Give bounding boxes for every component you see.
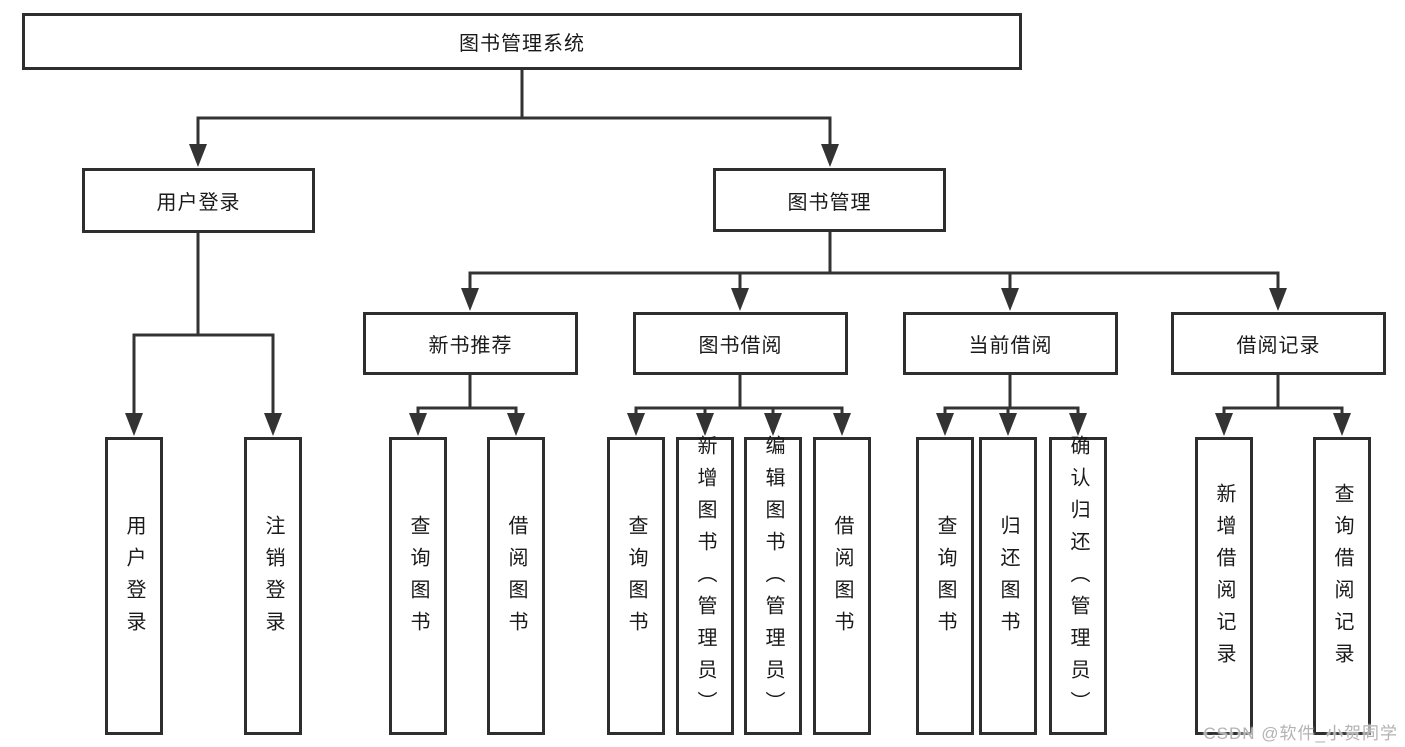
leaf-borrow-books: 借阅图书 bbox=[813, 437, 871, 735]
arrowhead bbox=[507, 413, 525, 436]
leaf-user-login: 用户登录 bbox=[105, 437, 163, 735]
arrowhead bbox=[696, 413, 714, 436]
leaf-label: 编辑图书（管理员） bbox=[762, 435, 784, 723]
arrowheads bbox=[125, 144, 1351, 436]
arrowhead bbox=[764, 413, 782, 436]
leaf-label: 查询图书 bbox=[934, 515, 956, 643]
node-book-management: 图书管理 bbox=[713, 168, 946, 232]
leaf-edit-books-admin: 编辑图书（管理员） bbox=[744, 435, 802, 735]
leaf-confirm-return-admin: 确认归还（管理员） bbox=[1049, 435, 1107, 735]
connector-new-book-split bbox=[416, 375, 518, 419]
node-user-login-branch: 用户登录 bbox=[82, 168, 315, 233]
arrowhead bbox=[1001, 288, 1019, 311]
arrowhead bbox=[1269, 288, 1287, 311]
connector-book-borrow-split bbox=[634, 375, 844, 419]
arrowhead bbox=[1069, 413, 1087, 436]
node-book-borrow: 图书借阅 bbox=[633, 312, 848, 375]
leaf-borrow-books-recommend: 借阅图书 bbox=[487, 437, 545, 735]
arrowhead bbox=[821, 144, 839, 167]
node-library-system: 图书管理系统 bbox=[22, 13, 1022, 70]
arrowhead bbox=[999, 413, 1017, 436]
leaf-search-books-recommend: 查询图书 bbox=[389, 437, 447, 735]
node-new-book-recommend: 新书推荐 bbox=[363, 312, 578, 375]
leaf-label: 注销登录 bbox=[262, 515, 284, 643]
arrowhead bbox=[264, 413, 282, 436]
arrowhead bbox=[627, 413, 645, 436]
leaf-label: 借阅图书 bbox=[831, 515, 853, 643]
leaf-label: 新增图书（管理员） bbox=[694, 435, 716, 723]
leaf-label: 查询借阅记录 bbox=[1331, 483, 1353, 675]
leaf-label: 用户登录 bbox=[123, 515, 145, 643]
connector-user-login-split bbox=[132, 233, 275, 419]
leaf-label: 确认归还（管理员） bbox=[1067, 435, 1089, 723]
leaf-search-borrow-record: 查询借阅记录 bbox=[1313, 437, 1371, 735]
connector-book-management-split bbox=[468, 232, 1280, 292]
arrowhead bbox=[125, 413, 143, 436]
arrowhead bbox=[731, 288, 749, 311]
leaf-logout: 注销登录 bbox=[244, 437, 302, 735]
arrowhead bbox=[461, 288, 479, 311]
arrowhead bbox=[189, 144, 207, 167]
arrowhead bbox=[1333, 413, 1351, 436]
leaf-label: 查询图书 bbox=[407, 515, 429, 643]
arrowhead bbox=[1215, 413, 1233, 436]
leaf-label: 借阅图书 bbox=[505, 515, 527, 643]
node-borrow-records: 借阅记录 bbox=[1171, 312, 1386, 375]
arrowhead bbox=[833, 413, 851, 436]
leaf-add-borrow-record: 新增借阅记录 bbox=[1195, 437, 1253, 735]
leaf-search-books-borrow: 查询图书 bbox=[607, 437, 665, 735]
node-current-borrow: 当前借阅 bbox=[903, 312, 1118, 375]
leaf-label: 查询图书 bbox=[625, 515, 647, 643]
csdn-watermark: CSDN @软件_小贺同学 bbox=[1203, 724, 1398, 743]
connector-borrow-record-split bbox=[1222, 375, 1344, 419]
connector-current-borrow-split bbox=[943, 375, 1080, 419]
leaf-add-books-admin: 新增图书（管理员） bbox=[676, 435, 734, 735]
arrowhead bbox=[936, 413, 954, 436]
leaf-return-books: 归还图书 bbox=[979, 437, 1037, 735]
connector-root-split bbox=[196, 70, 832, 150]
leaf-search-books-current: 查询图书 bbox=[916, 437, 974, 735]
leaf-label: 归还图书 bbox=[997, 515, 1019, 643]
leaf-label: 新增借阅记录 bbox=[1213, 483, 1235, 675]
arrowhead bbox=[409, 413, 427, 436]
